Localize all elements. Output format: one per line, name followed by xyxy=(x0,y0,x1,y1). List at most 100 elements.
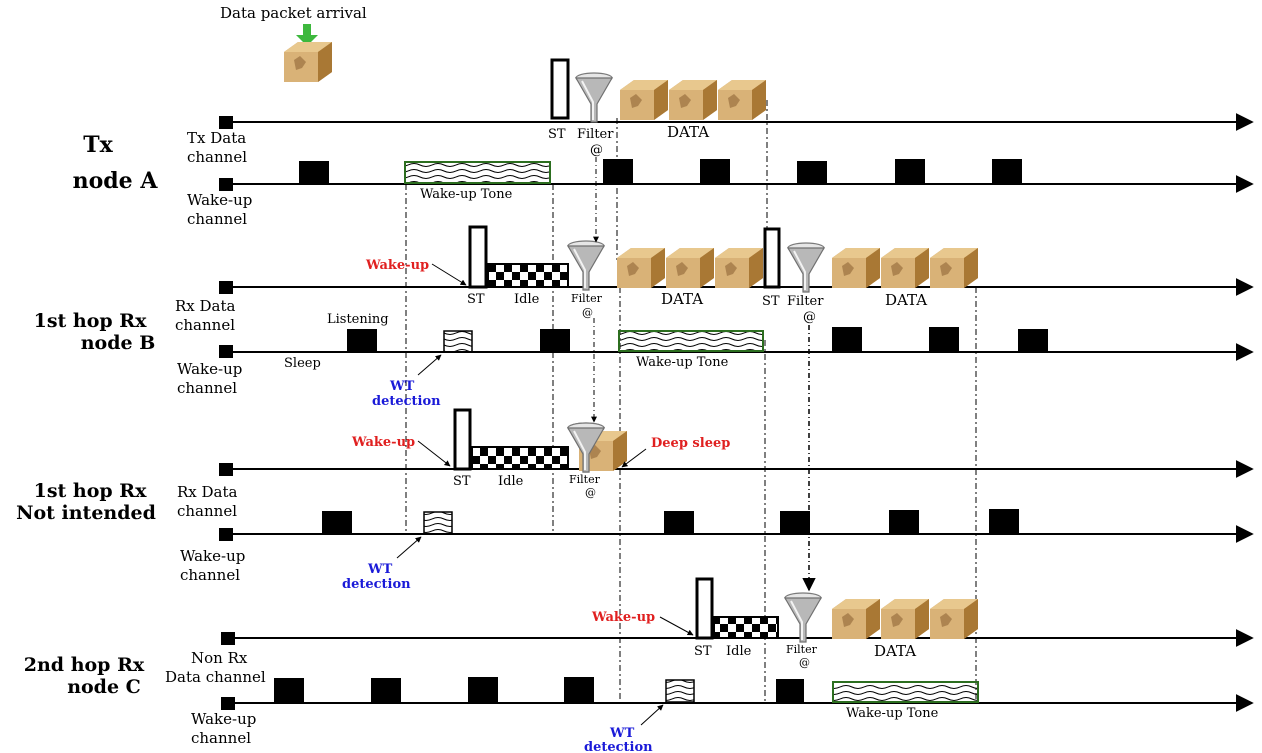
data-packet-arrival-label: Data packet arrival xyxy=(220,4,367,22)
node-a-data-label: DATA xyxy=(667,123,709,141)
node-c-wakeup-tone xyxy=(832,681,979,703)
node-c-idle-label: Idle xyxy=(726,644,752,659)
node-b-wt-label-2: detection xyxy=(372,394,441,409)
node-b-st-block-2 xyxy=(763,227,781,289)
node-c-wake-label-2: channel xyxy=(191,729,251,747)
node-a-wake-label-1: Wake-up xyxy=(187,191,252,209)
node-ni-wake-up-label: Wake-up xyxy=(351,435,415,450)
node-a-packet-icon xyxy=(669,80,717,120)
node-ni-filter-label: Filter xyxy=(569,473,601,486)
node-b-packet-icon xyxy=(666,248,714,288)
node-ni-idle-block xyxy=(471,446,569,470)
node-c-title-1: 2nd hop Rx xyxy=(24,654,145,676)
node-c-packet-icon xyxy=(930,599,978,639)
node-b-wt-label-1: WT xyxy=(389,379,415,394)
node-b-st-label-2: ST xyxy=(762,294,780,309)
node-ni-idle-label: Idle xyxy=(498,474,524,489)
node-b-wake-up-label: Wake-up xyxy=(365,258,429,273)
node-ni-wt-label-2: detection xyxy=(342,577,411,592)
node-b-wake-label-2: channel xyxy=(177,379,237,397)
node-c-filter-icon xyxy=(784,592,822,643)
node-b-st-block xyxy=(468,225,488,289)
node-b-packet-icon xyxy=(617,248,665,288)
node-b-wake-label-1: Wake-up xyxy=(177,360,242,378)
node-c-wakeup-tone-label: Wake-up Tone xyxy=(846,706,939,721)
node-c-st-label: ST xyxy=(694,644,712,659)
node-b-packet-icon xyxy=(832,248,880,288)
node-c-wt-label-2: detection xyxy=(584,740,653,753)
node-b-sleep-label: Sleep xyxy=(284,356,321,371)
node-ni-at-label: @ xyxy=(585,486,596,499)
node-b-packet-icon xyxy=(715,248,763,288)
node-a-filter-icon xyxy=(575,72,613,123)
node-b-data-label-1: Rx Data xyxy=(175,297,236,315)
node-c-at-label: @ xyxy=(799,656,810,669)
node-b-wakeup-beacons xyxy=(347,327,1048,353)
node-a-packet-icon xyxy=(620,80,668,120)
node-b-title-1: 1st hop Rx xyxy=(34,310,147,332)
node-c-title-2: node C xyxy=(67,676,141,698)
node-b-packet-icon xyxy=(881,248,929,288)
node-c-wake-label-1: Wake-up xyxy=(191,710,256,728)
node-b-listening-label: Listening xyxy=(327,312,389,327)
node-c-filter-label: Filter xyxy=(786,643,818,656)
node-c-st-block xyxy=(695,577,714,640)
node-b-at-label-2: @ xyxy=(803,310,816,325)
node-a-data-label-1: Tx Data xyxy=(187,129,246,147)
node-a-filter-label: Filter xyxy=(577,127,614,142)
node-b-at-label: @ xyxy=(582,306,593,319)
node-b-idle-block xyxy=(487,263,569,288)
node-a-st-block xyxy=(550,58,570,120)
node-a-packet-icon xyxy=(718,80,766,120)
node-b-data-label: DATA xyxy=(661,290,703,308)
node-a-data-label-2: channel xyxy=(187,148,247,166)
node-c-data-label-1: Non Rx xyxy=(191,649,248,667)
node-b-title-2: node B xyxy=(81,332,156,354)
node-a-title-2: node A xyxy=(73,168,159,194)
node-c-wakeup-beacons xyxy=(274,677,804,702)
node-c-wt-label-1: WT xyxy=(609,726,635,741)
node-c-idle-block xyxy=(713,616,779,639)
node-b-idle-label: Idle xyxy=(514,292,540,307)
node-a-wakeup-tone-label: Wake-up Tone xyxy=(420,187,513,202)
node-a-wake-label-2: channel xyxy=(187,210,247,228)
node-a-st-label: ST xyxy=(548,127,566,142)
node-b-wakeup-tone xyxy=(618,330,764,352)
arrival-arrow-icon xyxy=(296,24,318,46)
node-a-title-1: Tx xyxy=(83,132,113,158)
node-c-data-label: DATA xyxy=(874,642,916,660)
node-not-intended-wake-label-1: Wake-up xyxy=(180,547,245,565)
arrival-packet-icon xyxy=(284,42,332,82)
node-b-filter-label: Filter xyxy=(571,292,603,305)
node-ni-wakeup-beacons xyxy=(322,509,1019,535)
node-ni-wt-detection-block xyxy=(423,511,453,535)
node-a-wakeup-tone xyxy=(404,161,551,184)
node-b-filter-label-2: Filter xyxy=(787,294,824,309)
node-b-packet-icon xyxy=(930,248,978,288)
node-not-intended-title-1: 1st hop Rx xyxy=(34,480,147,502)
node-b-wt-detection-block xyxy=(443,330,473,353)
node-c-wt-detection-block xyxy=(665,679,695,703)
node-ni-st-block xyxy=(453,408,472,471)
node-not-intended-data-label-1: Rx Data xyxy=(177,483,238,501)
node-not-intended-title-2: Not intended xyxy=(16,502,156,524)
node-b-filter-icon-2 xyxy=(787,242,825,293)
propagation-arrows xyxy=(591,157,816,592)
timeline-axes xyxy=(219,113,1254,712)
node-b-data-label-2: DATA xyxy=(885,291,927,309)
node-ni-st-label: ST xyxy=(453,474,471,489)
node-b-st-label: ST xyxy=(467,292,485,307)
node-not-intended-wake-label-2: channel xyxy=(180,566,240,584)
node-c-packet-icon xyxy=(881,599,929,639)
node-a-at-label: @ xyxy=(590,143,603,158)
node-c-wake-up-label: Wake-up xyxy=(591,610,655,625)
node-b-data-label-2: channel xyxy=(175,316,235,334)
node-ni-deep-sleep-label: Deep sleep xyxy=(651,436,730,451)
node-not-intended-data-label-2: channel xyxy=(177,502,237,520)
node-c-packet-icon xyxy=(832,599,880,639)
node-a-wakeup-beacons xyxy=(299,159,1022,185)
node-ni-wt-label-1: WT xyxy=(367,562,393,577)
node-b-filter-icon xyxy=(567,240,605,291)
node-b-wakeup-tone-label: Wake-up Tone xyxy=(636,355,729,370)
